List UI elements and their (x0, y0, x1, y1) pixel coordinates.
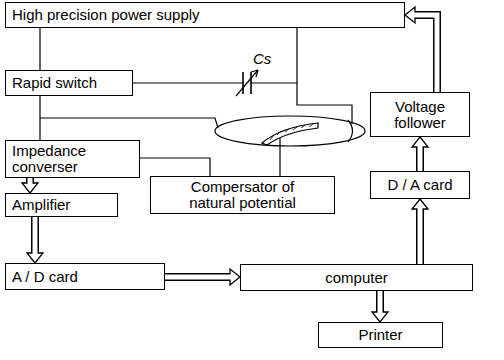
box-label: Impedance converser (12, 143, 130, 175)
signal-wire (40, 28, 41, 70)
reference-electrode (348, 120, 353, 142)
block-arrow (27, 217, 43, 263)
compensator-box: Compersator of natural potential (150, 176, 335, 214)
dac-card-box: D / A card (370, 171, 470, 199)
computer-box: computer (240, 264, 473, 291)
printer-box: Printer (318, 322, 443, 348)
box-label: Amplifier (12, 197, 70, 213)
cell-ellipse (215, 116, 365, 146)
box-label: D / A card (387, 177, 452, 193)
block-arrow (405, 7, 437, 92)
block-arrow (372, 291, 388, 322)
box-label: High precision power supply (12, 7, 200, 23)
wire (297, 28, 352, 124)
signal-wire (140, 158, 210, 176)
switch-box: Rapid switch (5, 70, 133, 96)
capacitor-label: Cs (252, 50, 272, 67)
working-electrode (262, 123, 318, 145)
wire (279, 138, 280, 176)
box-label: computer (325, 270, 388, 286)
follower-box: Voltage follower (370, 92, 470, 137)
block-arrow (22, 178, 38, 193)
box-label: Printer (358, 327, 402, 343)
box-label: A / D card (12, 269, 78, 285)
wire (133, 82, 243, 83)
box-label: Voltage follower (380, 99, 460, 131)
block-arrow (165, 269, 240, 285)
amplifier-box: Amplifier (5, 193, 118, 217)
block-arrow (412, 199, 428, 264)
signal-wire (40, 96, 41, 140)
wire (40, 118, 218, 128)
adc-card-box: A / D card (5, 263, 165, 290)
wire (251, 82, 297, 83)
variable-arrow (236, 70, 258, 96)
box-label: Rapid switch (12, 75, 97, 91)
variable-arrow-head (251, 70, 258, 77)
block-arrow (412, 137, 428, 171)
electrode-hatch (270, 124, 313, 140)
box-label: Compersator of natural potential (168, 179, 318, 211)
converter-box: Impedance converser (5, 140, 140, 178)
power-supply-box: High precision power supply (5, 2, 405, 28)
